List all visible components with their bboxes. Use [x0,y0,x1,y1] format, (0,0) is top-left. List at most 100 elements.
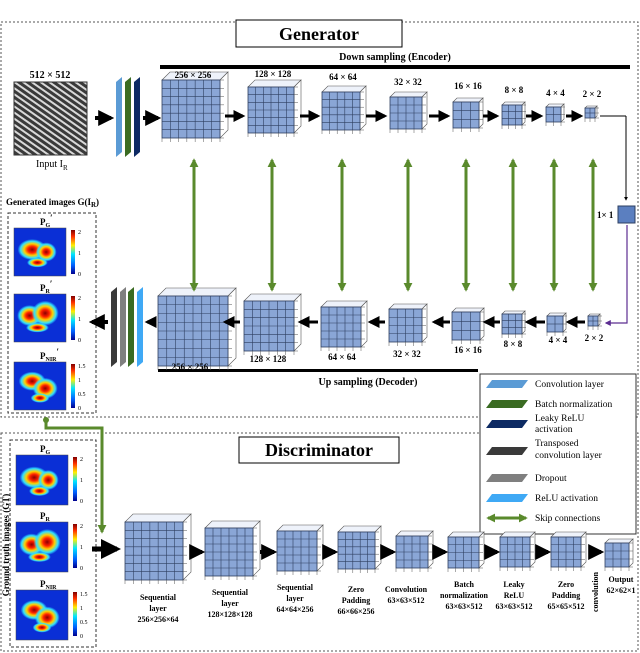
discriminator-stage-label: Padding [552,591,580,600]
colorbar-tick-label: 1 [80,478,83,484]
encoder-size-label: 128 × 128 [255,69,292,79]
encoder-block-5 [452,97,484,132]
discriminator-block-4 [337,525,382,573]
discriminator-stage-label: 64×64×256 [276,605,313,614]
generated-map-label: PG′ [40,213,53,229]
input-size-label: 512 × 512 [30,70,71,81]
discriminator-title: Discriminator [265,440,373,460]
decoder-size-label: 32 × 32 [393,349,421,359]
colorbar-tick-label: 0 [78,406,81,412]
ground-truth-map-label: PG [40,444,51,456]
decoder-block-4 [388,303,428,346]
colorbar-tick-label: 0.5 [78,392,86,398]
discriminator-block-1 [124,513,192,584]
generated-heatmap-G [13,227,67,277]
colorbar-tick-label: 0 [80,499,83,505]
discriminator-stage-label: layer [221,599,239,608]
discriminator-stage-label: 65×65×512 [547,602,584,611]
decoder-block-6 [501,310,526,338]
legend-label-part: Leaky ReLU [535,414,584,424]
discriminator-stage-label: Sequential [212,588,249,597]
legend-label: ReLU activation [535,494,598,504]
legend-label-part: convolution layer [535,451,603,461]
discriminator-stage-label: Leaky [503,580,524,589]
decoder-bar [158,369,478,372]
legend-swatch [486,494,528,502]
decoder-size-label: 256 × 256 [172,362,209,372]
generator-title: Generator [279,24,359,44]
colorbar-tick-label: 1 [78,251,81,257]
legend-label-part: Transposed [535,439,579,449]
input-fringe-image [13,81,88,156]
ground-truth-colorbar: 2 1 0 [73,457,83,505]
generated-colorbar: 1.510.50 [71,364,86,412]
discriminator-title-box [238,436,400,464]
decoder-output-layer-stack [111,287,143,367]
discriminator-stage-label: Batch [454,580,475,589]
discriminator-stage-label: 63×63×512 [495,602,532,611]
decoder-size-label: 16 × 16 [454,345,482,355]
discriminator-block-9 [604,538,634,571]
legend-label: Dropout [535,474,567,484]
colorbar-tick-label: 1 [78,317,81,323]
generated-colorbar: 2 1 0 [71,230,81,278]
discriminator-block-3 [276,524,324,575]
generated-heatmap-R [13,293,67,343]
colorbar-tick-label: 0 [80,634,83,640]
encoder-size-label: 16 × 16 [454,81,482,91]
output-size-label: 62×62×1 [606,586,635,595]
legend-swatch [486,380,528,388]
discriminator-stage-label: layer [286,594,304,603]
encoder-label: Down sampling (Encoder) [339,52,451,63]
encoder-block-6 [501,101,526,129]
legend-label: Skip connections [535,514,600,524]
legend-swatch [486,400,528,408]
discriminator-block-7 [499,531,536,571]
encoder-size-label: 32 × 32 [394,77,422,87]
decoder-size-label: 128 × 128 [250,354,287,364]
discriminator-stage-label: 128×128×128 [207,610,252,619]
colorbar-tick-label: 1 [80,606,83,612]
decoder-block-8 [587,313,602,330]
discriminator-stage-label: 66×66×256 [337,607,374,616]
colorbar-tick-label: 0.5 [80,620,88,626]
discriminator-block-2 [204,520,261,580]
discriminator-stage-label: 256×256×64 [137,615,178,624]
legend-swatch [486,420,528,428]
ground-truth-heatmap-G [15,454,69,506]
generated-colorbar: 210 [71,296,81,344]
colorbar-tick-label: 0 [80,566,83,572]
colorbar-tick-label: 0 [78,272,81,278]
colorbar-tick-label: 1 [80,545,83,551]
decoder-block-5 [451,307,485,344]
decoder-block-2 [243,293,302,355]
colorbar-tick-label: 2 [80,524,83,530]
encoder-size-label: 256 × 256 [175,70,212,80]
encoder-block-3 [321,85,367,134]
decoder-size-label: 4 × 4 [549,335,568,345]
bottleneck-up-arrow [604,225,628,326]
ground-truth-heatmap-R [15,521,69,573]
legend-swatch [486,474,528,482]
generated-images-title: Generated images G(IR) [6,197,99,209]
discriminator-stage-label: Padding [342,596,370,605]
decoder-block-1 [157,287,237,370]
ground-truth-colorbar: 1.510.50 [73,592,88,640]
encoder-size-label: 4 × 4 [546,88,565,98]
encoder-block-4 [389,91,428,133]
generated-map-label: PR′ [40,279,52,295]
encoder-bar [160,65,630,69]
decoder-block-3 [320,300,368,351]
colorbar-tick-label: 2 [80,457,83,463]
discriminator-stage-label: layer [149,604,167,613]
discriminator-stage-label: 63×63×512 [445,602,482,611]
discriminator-stage-label: normalization [440,591,489,600]
discriminator-stage-label: Convolution [385,585,428,594]
bottleneck-label: 1× 1 [597,210,614,220]
discriminator-block-5 [395,530,434,572]
legend-swatch [486,447,528,455]
decoder-size-label: 64 × 64 [328,352,356,362]
input-label: Input IR [36,159,68,172]
output-label: Output [609,575,634,584]
colorbar-tick-label: 2 [78,230,81,236]
